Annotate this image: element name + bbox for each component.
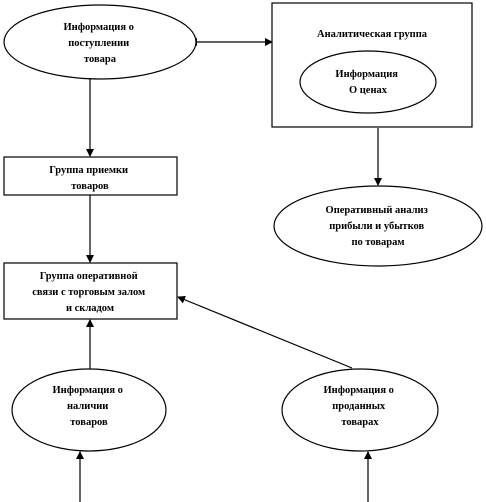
node-sold-info: Информация о проданных товарах (281, 368, 439, 452)
node-analytic-group: Аналитическая группа Информация О ценах (271, 2, 473, 128)
node-sold-info-line-3: товарах (341, 417, 379, 428)
node-receiving-group-line-1: Группа приемки (49, 165, 128, 176)
arrow-sold-liaison (177, 295, 353, 369)
node-sold-info-line-2: проданных (332, 401, 386, 412)
node-analytic-group-title: Аналитическая группа (317, 29, 428, 40)
node-operative-analysis: Оперативный анализ прибыли и убытков по … (273, 185, 483, 267)
svg-text:Оперативный анализ прибы: Оперативный анализ прибыли и убытков по … (326, 205, 431, 248)
node-receiving-group: Группа приемки товаров (3, 156, 178, 196)
svg-text:Информация о наличии: Информация о наличии товаров (52, 385, 125, 428)
node-receiving-group-line-2: товаров (71, 181, 109, 192)
node-price-info: Информация О ценах (299, 50, 437, 114)
node-info-arrival-line-3: товара (84, 54, 117, 65)
node-operative-analysis-line-3: по товарам (351, 237, 404, 248)
node-liaison-group: Группа оперативной связи с торговым зало… (3, 262, 178, 320)
node-liaison-group-line-2: связи с торговым залом (32, 287, 145, 298)
node-operative-analysis-line-2: прибыли и убытков (329, 221, 424, 232)
node-stock-info-line-1: Информация о (52, 385, 122, 396)
node-liaison-group-line-1: Группа оперативной (40, 271, 138, 282)
node-stock-info-line-3: товаров (70, 417, 108, 428)
svg-text:Группа приемки товаров: Группа приемки товаров (49, 165, 130, 192)
node-liaison-group-line-3: и складом (66, 303, 114, 314)
node-operative-analysis-line-1: Оперативный анализ (326, 205, 428, 216)
svg-text:Аналитическая группа: Аналитическая группа (317, 29, 428, 40)
node-info-arrival: Информация о поступлении товара (3, 4, 197, 80)
node-info-arrival-line-1: Информация о (63, 22, 133, 33)
svg-text:Информация о проданных: Информация о проданных товарах (323, 385, 396, 428)
node-price-info-line-2: О ценах (349, 85, 388, 96)
node-info-arrival-line-2: поступлении (68, 38, 129, 49)
svg-text:Информация о поступлении: Информация о поступлении товара (63, 22, 136, 65)
node-stock-info-line-2: наличии (67, 401, 108, 412)
node-price-info-line-1: Информация (335, 69, 398, 80)
svg-text:Информация О ценах: Информация О ценах (335, 69, 400, 96)
node-sold-info-line-1: Информация о (323, 385, 393, 396)
svg-text:Группа оперативной связи: Группа оперативной связи с торговым зало… (32, 271, 148, 314)
node-stock-info: Информация о наличии товаров (11, 368, 167, 452)
